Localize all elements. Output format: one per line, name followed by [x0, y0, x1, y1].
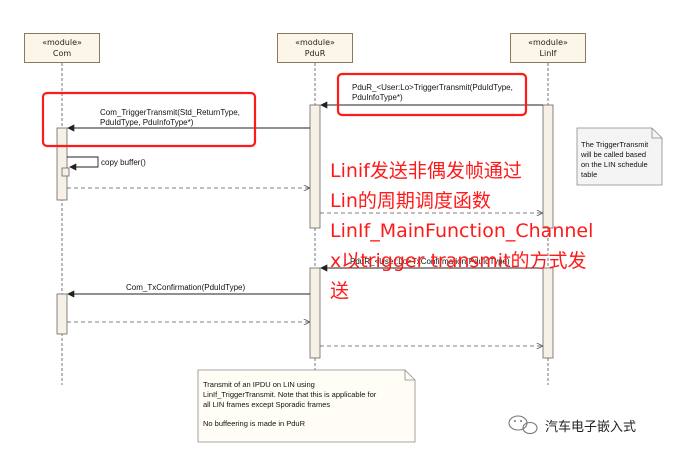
msg-com-trigger-line2: PduIdType, PduInfoType*) [100, 118, 194, 127]
annotation-line: LinIf_MainFunction_Channel [330, 220, 594, 242]
msg-linif-confirm: PduR_<User:Lo>TxConfirmation(PduIdType) [350, 257, 510, 266]
note-line: No buffeering is made in PduR [203, 419, 306, 428]
note-line: The TriggerTransmit [581, 140, 649, 149]
note-bottom-shape [197, 369, 416, 443]
activation-pdur-1 [309, 104, 321, 229]
note-line: on the LIN schedule [581, 160, 648, 169]
watermark: 汽车电子嵌入式 [545, 420, 637, 435]
activation-linif-1 [542, 104, 554, 229]
annotation-red: Linif发送非偶发帧通过 Lin的周期调度函数 LinIf_MainFunct… [330, 156, 593, 306]
annotation-line: Linif发送非偶发帧通过 [330, 160, 522, 182]
lifeline-header-pdur: «module» PduR [277, 33, 353, 63]
lifeline-header-com: «module» Com [24, 33, 100, 63]
note-line: table [581, 170, 598, 179]
activation-pdur-2 [309, 267, 321, 359]
activation-com-copy [61, 167, 70, 177]
annotation-line: Lin的周期调度函数 [330, 190, 491, 212]
lifeline-stereotype: «module» [295, 38, 335, 47]
note-linif: The TriggerTransmit will be called based… [581, 140, 648, 180]
note-line: will be called based [581, 150, 647, 159]
note-line: Transmit of an IPDU on LIN using [203, 380, 315, 389]
activation-com-1 [56, 127, 68, 201]
note-line: all LIN frames except Sporadic frames [203, 400, 331, 409]
highlight-linif-trigger [336, 72, 528, 117]
lifeline-stereotype: «module» [528, 38, 568, 47]
msg-com-trigger-line1: Com_TriggerTransmit(Std_ReturnType, [100, 108, 240, 117]
lifeline-name: LinIf [539, 49, 557, 58]
activation-linif-2 [542, 267, 554, 359]
highlight-com-trigger [41, 91, 257, 148]
lifeline-stereotype: «module» [42, 38, 82, 47]
wechat-icon [508, 415, 538, 435]
msg-linif-trigger-line2: PduInfoType*) [352, 93, 403, 102]
msg-com-confirm: Com_TxConfirmation(PduIdType) [126, 283, 246, 292]
note-line: LinIf_TriggerTransmit. Note that this is… [203, 390, 377, 399]
lifeline-name: Com [52, 49, 72, 58]
msg-copy-buffer: copy buffer() [101, 158, 146, 167]
lifeline-header-linif: «module» LinIf [510, 33, 586, 63]
annotation-line: x以trigger transmit的方式发 [330, 250, 587, 272]
activation-com-2 [56, 293, 68, 335]
annotation-line: 送 [330, 280, 350, 302]
note-linif-shape [576, 127, 663, 186]
note-bottom: Transmit of an IPDU on LIN using LinIf_T… [203, 380, 376, 429]
msg-linif-trigger-line1: PduR_<User:Lo>TriggerTransmit(PduIdType, [352, 83, 513, 92]
arrow-copy-buffer-self [67, 156, 99, 171]
lifeline-name: PduR [304, 49, 326, 58]
